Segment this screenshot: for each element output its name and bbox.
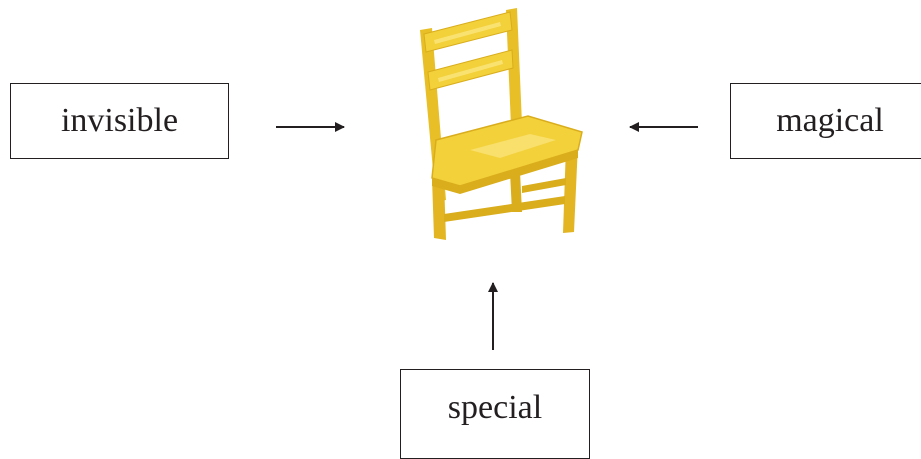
- diagram-canvas: [0, 0, 921, 443]
- yellow-wooden-chair-icon: [420, 8, 582, 240]
